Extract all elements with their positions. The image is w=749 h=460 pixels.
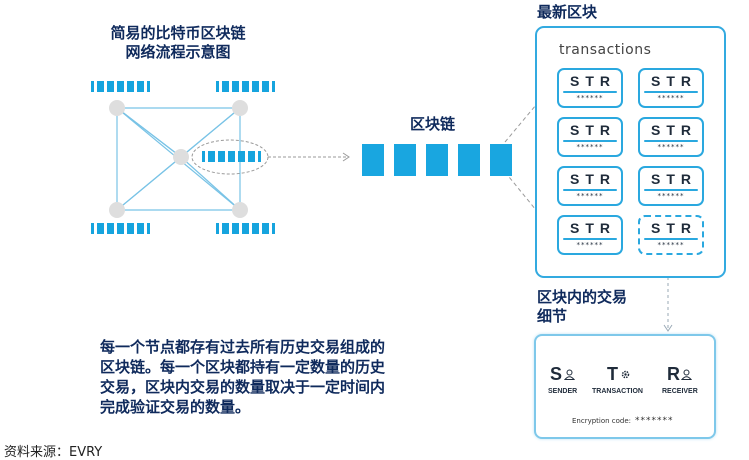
tx-stars: ******	[657, 241, 685, 249]
sender-label: SENDER	[548, 388, 578, 395]
network-nodes	[109, 100, 248, 218]
transaction-label: TRANSACTION	[592, 388, 643, 395]
transaction-detail-box: S SENDER T TRANSACTION R RECEIVER Encryp…	[534, 334, 716, 439]
chain-block	[394, 144, 416, 176]
node-chain-bottom-right	[216, 223, 275, 234]
encryption-label: Encryption code:	[572, 417, 632, 425]
detail-title-line2: 细节	[537, 307, 568, 325]
tx-divider	[563, 238, 617, 240]
chain-block	[490, 144, 512, 176]
person-icon	[564, 369, 575, 380]
tx-card: STR ******	[557, 68, 623, 108]
node-circle	[173, 149, 189, 165]
node-chain-center	[202, 151, 261, 162]
tx-card-highlighted: STR ******	[638, 215, 704, 255]
tx-letters: STR	[651, 122, 697, 138]
tx-divider	[563, 140, 617, 142]
receiver-letter: R	[667, 364, 680, 384]
gear-icon	[621, 370, 630, 379]
network-title-line1: 简易的比特币区块链	[110, 24, 246, 42]
transaction-letter: T	[607, 364, 618, 384]
tx-stars: ******	[657, 94, 685, 102]
tx-stars: ******	[576, 94, 604, 102]
tx-divider	[644, 91, 698, 93]
tx-divider	[644, 238, 698, 240]
encryption-row: Encryption code: *******	[572, 416, 674, 426]
tx-card: STR ******	[557, 166, 623, 206]
receiver-label: RECEIVER	[662, 388, 698, 395]
tx-card: STR ******	[638, 117, 704, 157]
description-line: 区块链。每一个区块都持有一定数量的历史	[100, 358, 386, 376]
tx-letters: STR	[570, 73, 616, 89]
tx-divider	[644, 189, 698, 191]
network-title-line2: 网络流程示意图	[125, 43, 231, 61]
latest-block-title: 最新区块	[537, 3, 598, 21]
tx-divider	[644, 140, 698, 142]
tx-card: STR ******	[638, 68, 704, 108]
sender-letter: S	[550, 364, 563, 384]
detail-arrow-head	[663, 324, 673, 332]
node-circle	[232, 100, 248, 116]
description-line: 每一个节点都存有过去所有历史交易组成的	[100, 338, 386, 356]
tx-card: STR ******	[557, 117, 623, 157]
tx-stars: ******	[657, 143, 685, 151]
tx-stars: ******	[576, 192, 604, 200]
node-chain-bottom-left	[91, 223, 150, 234]
tx-card: STR ******	[638, 166, 704, 206]
edge	[180, 156, 241, 211]
node-chain-top-left	[91, 81, 150, 92]
node-circle	[109, 202, 125, 218]
zoom-line-top	[504, 104, 537, 143]
chain-blocks	[362, 144, 512, 176]
arrow-head	[342, 152, 350, 162]
detail-title-line1: 区块内的交易	[537, 288, 628, 306]
tx-letters: STR	[570, 220, 616, 236]
edge	[116, 107, 182, 158]
network-title: 简易的比特币区块链 网络流程示意图	[88, 24, 268, 62]
encryption-value: *******	[635, 416, 674, 426]
description-line: 交易，区块内交易的数量取决于一定时间内	[100, 378, 386, 396]
tx-letters: STR	[570, 122, 616, 138]
tx-stars: ******	[657, 192, 685, 200]
chain-block	[426, 144, 448, 176]
tx-letters: STR	[570, 171, 616, 187]
tx-letters: STR	[651, 73, 697, 89]
tx-divider	[563, 91, 617, 93]
tx-letters: STR	[651, 220, 697, 236]
node-circle	[109, 100, 125, 116]
zoom-line-bottom	[504, 171, 537, 211]
tx-divider	[563, 189, 617, 191]
detail-title: 区块内的交易 细节	[537, 288, 627, 326]
latest-block-panel: transactions STR ****** STR ****** STR *…	[535, 26, 726, 278]
node-chain-top-right	[216, 81, 275, 92]
chain-block	[362, 144, 384, 176]
chain-label: 区块链	[410, 115, 456, 133]
tx-stars: ******	[576, 143, 604, 151]
tx-stars: ******	[576, 241, 604, 249]
person-icon	[681, 369, 692, 380]
chain-block	[458, 144, 480, 176]
node-circle	[232, 202, 248, 218]
transactions-label: transactions	[559, 42, 652, 58]
description-line: 完成验证交易的数量。	[100, 398, 251, 416]
description: 每一个节点都存有过去所有历史交易组成的 区块链。每一个区块都持有一定数量的历史 …	[100, 337, 430, 417]
source-note: 资料来源：EVRY	[4, 445, 103, 460]
tx-card: STR ******	[557, 215, 623, 255]
tx-letters: STR	[651, 171, 697, 187]
